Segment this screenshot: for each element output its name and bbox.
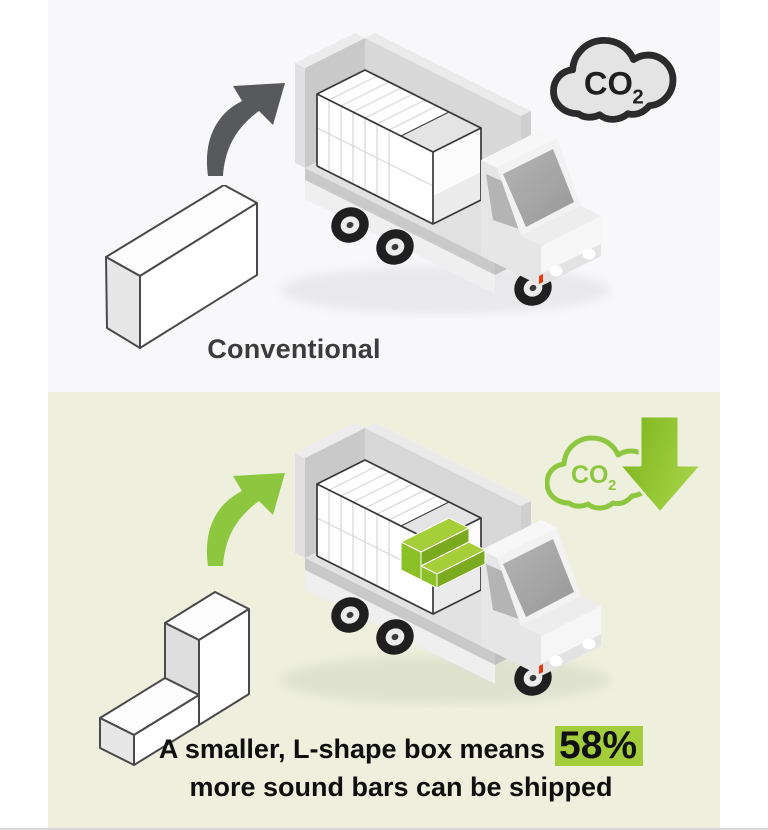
co2-down-arrow-icon (617, 414, 704, 515)
conventional-box-illustration (105, 185, 258, 349)
conventional-panel: CO 2 Conventional (48, 0, 720, 392)
co2-text: CO (584, 65, 633, 102)
curved-arrow-green-icon (206, 473, 285, 566)
caption-line1-text: A smaller, L-shape box means (158, 734, 546, 764)
co2-subscript: 2 (632, 87, 643, 109)
lshape-caption: A smaller, L-shape box means 58% more sou… (48, 726, 720, 803)
conventional-label: Conventional (207, 334, 381, 364)
caption-58-percent-highlight: 58% (555, 726, 644, 766)
l-shape-box-illustration (99, 591, 250, 766)
bottom-divider (0, 828, 768, 830)
curved-arrow-icon (206, 83, 285, 176)
co2-text: CO (571, 461, 609, 489)
lshape-panel: CO 2 A smaller, L-shape box means 58% mor… (48, 392, 720, 830)
co2-cloud-outline (545, 435, 656, 511)
caption-line2-text: more sound bars can be shipped (189, 772, 613, 802)
co2-cloud-icon: CO 2 (550, 37, 677, 123)
co2-subscript: 2 (608, 477, 616, 494)
co2-reduction-icon: CO 2 (545, 414, 704, 515)
